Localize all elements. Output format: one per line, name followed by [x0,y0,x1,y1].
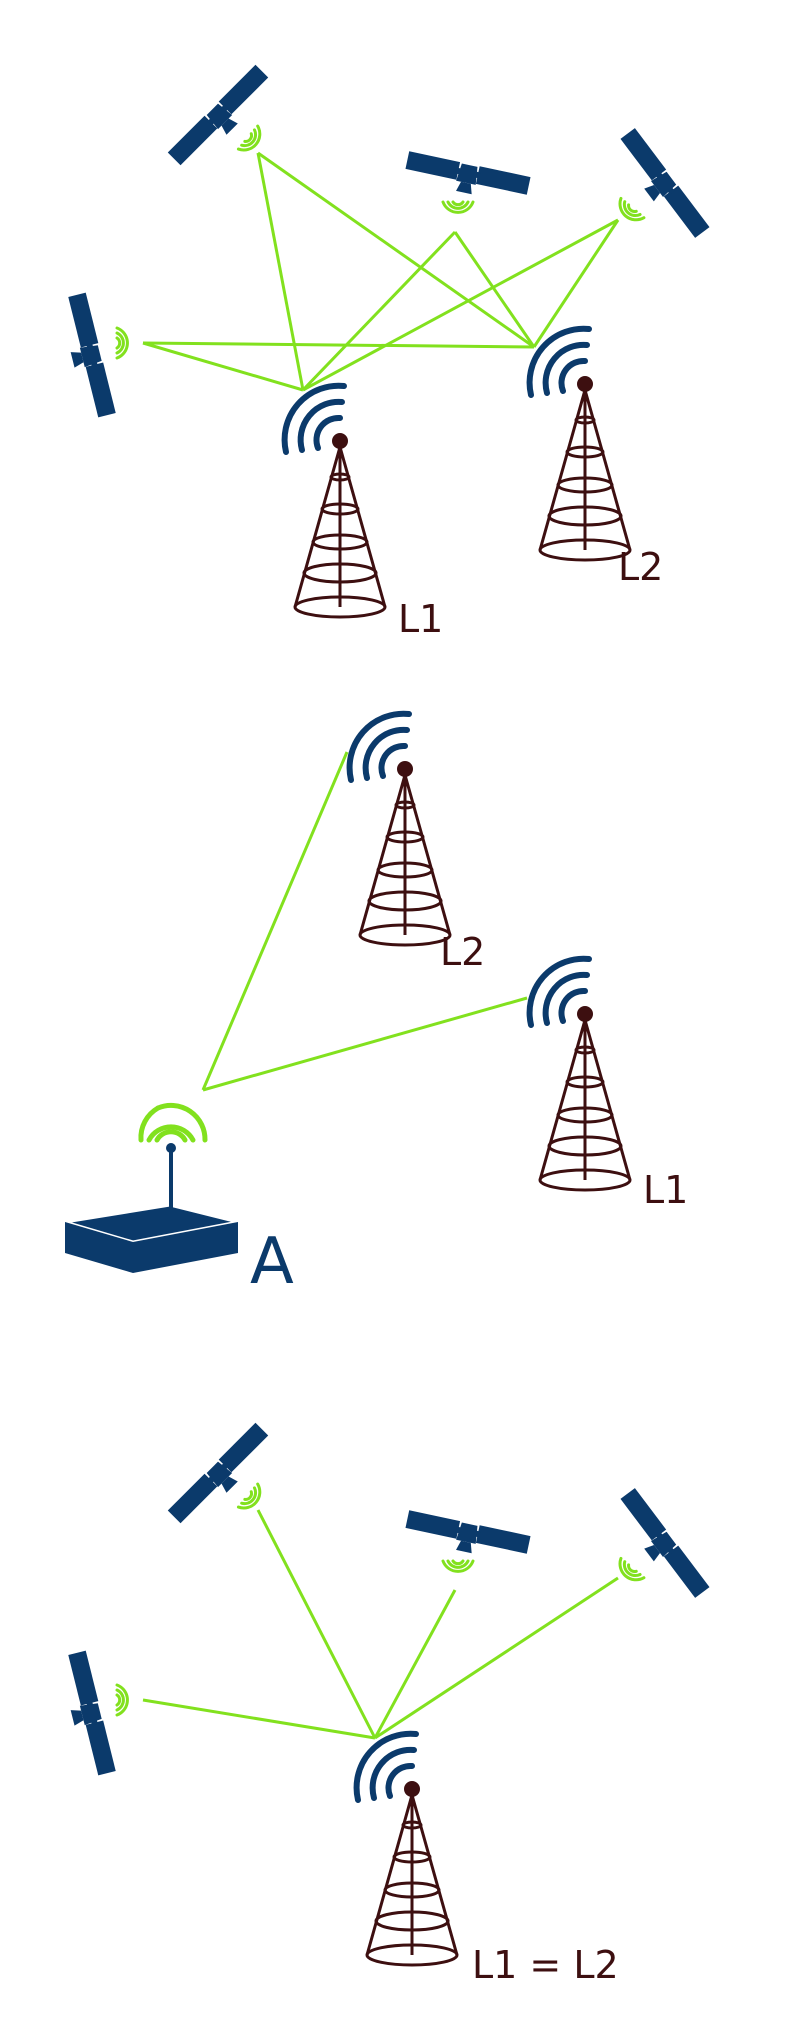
signal-waves-icon [138,1102,208,1143]
satellite-icon [403,1510,531,1565]
signal-lines [201,751,528,1092]
signal-lines [142,1509,619,1740]
satellite-icon [57,1650,116,1778]
device-label-a: A [250,1225,294,1299]
signal-waves-icon [441,200,475,214]
tower-label-l1: L1 [643,1168,688,1212]
satellite-icon [57,292,116,420]
satellite-icon [611,1488,710,1605]
signal-waves-icon [441,1559,475,1573]
router-icon [63,1102,240,1273]
tower-label-l1-equals-l2: L1 = L2 [472,1943,619,1987]
satellite-icon [611,128,710,245]
panel-satellites-one-tower: L1 = L2 [57,1422,710,1987]
radio-tower-icon [358,759,452,947]
signal-lines [142,151,620,392]
tower-label-l2: L2 [440,930,485,974]
radio-tower-icon [538,1004,632,1192]
signal-waves-icon [115,326,129,360]
radio-tower-icon [365,1779,459,1967]
panel-device-two-towers: L2 L1 A [63,714,688,1299]
tower-label-l2: L2 [618,545,663,589]
signal-waves-icon [236,124,268,158]
signal-waves-icon [236,1482,268,1516]
tower-label-l1: L1 [398,597,443,641]
panel-satellites-two-towers: L1 L2 [57,64,710,641]
satellite-icon [403,151,531,206]
signal-waves-icon [115,1683,129,1717]
signal-waves-icon [612,1556,646,1588]
radio-tower-icon [293,431,387,619]
radio-tower-icon [538,374,632,562]
